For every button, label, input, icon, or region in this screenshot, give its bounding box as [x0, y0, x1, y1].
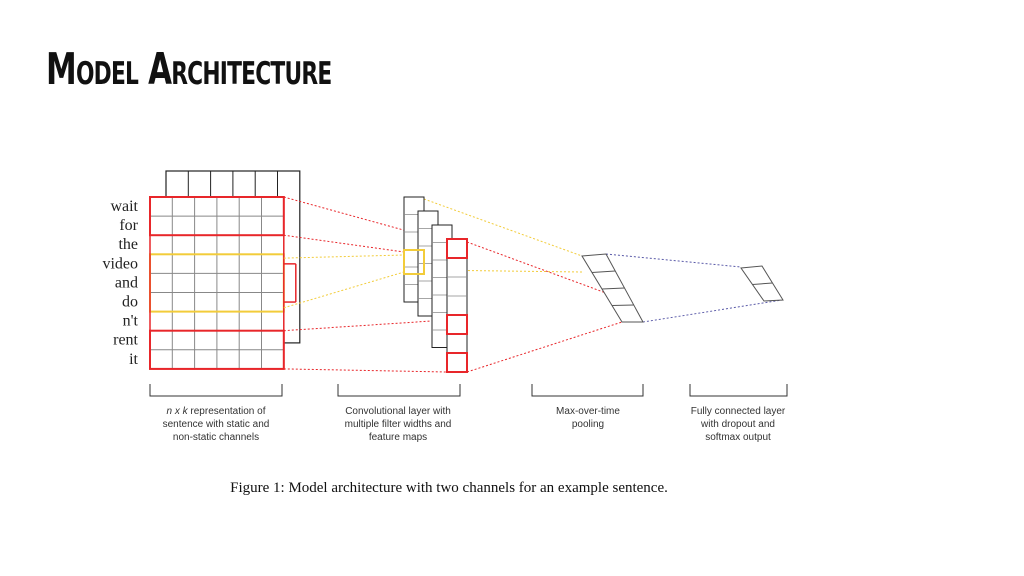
input-outline-red [149, 196, 285, 370]
label-input-line2: sentence with static and [163, 419, 270, 430]
section-brackets [149, 384, 788, 397]
pooling-cell-line [601, 287, 625, 290]
connection-line-10 [605, 253, 742, 268]
filter-window-highlights [149, 196, 297, 370]
fc-cell-line [752, 282, 773, 285]
input-matrix-nonstatic-channel [149, 196, 285, 370]
label-pool-line1: Max-over-time [556, 406, 620, 417]
word-8: it [129, 351, 138, 368]
label-input-line1: n x k representation of [167, 406, 266, 417]
label-input-nxk: n x k [167, 406, 189, 417]
sentence-words: wait for the video and do n't rent it [102, 198, 138, 368]
label-fc-line2: with dropout and [700, 419, 775, 430]
figure-caption: Figure 1: Model architecture with two ch… [230, 480, 668, 496]
connection-line-11 [642, 299, 783, 323]
feature-map-yellow-cell [403, 249, 425, 275]
max-pooling-layer [581, 253, 644, 323]
word-7: rent [113, 332, 138, 349]
word-2: the [118, 236, 138, 253]
slide-title: Model Architecture [46, 44, 332, 95]
pooling-cell-line [591, 270, 616, 273]
bracket-0 [149, 384, 283, 397]
label-input-line1-rest: representation of [188, 406, 266, 417]
connection-line-9 [466, 321, 623, 373]
bracket-2 [531, 384, 644, 397]
feature-map-red-cell-0 [446, 238, 468, 259]
feature-map-red-cell-1 [446, 314, 468, 335]
bracket-1 [337, 384, 461, 397]
connection-line-8 [466, 241, 607, 294]
label-conv-line1: Convolutional layer with [345, 406, 451, 417]
label-pool-line2: pooling [572, 419, 604, 430]
label-conv-line2: multiple filter widths and [345, 419, 452, 430]
word-4: and [115, 274, 138, 291]
word-0: wait [110, 198, 138, 215]
label-fc-line1: Fully connected layer [691, 406, 786, 417]
convolutional-feature-maps [403, 196, 468, 373]
word-6: n't [123, 313, 139, 330]
connection-line-4 [283, 254, 405, 259]
word-5: do [122, 294, 138, 311]
bracket-3 [689, 384, 788, 397]
word-3: video [102, 255, 138, 272]
connection-line-5 [283, 271, 405, 309]
word-1: for [119, 217, 138, 234]
connection-line-3 [283, 368, 448, 373]
label-fc-line3: softmax output [705, 432, 771, 443]
feature-map-red-cell-2 [446, 352, 468, 373]
label-conv-line3: feature maps [369, 432, 427, 443]
connection-line-2 [283, 319, 448, 332]
fully-connected-layer [740, 265, 784, 302]
pooling-cell-line [611, 304, 634, 306]
label-input-line3: non-static channels [173, 432, 259, 443]
connection-lines [283, 196, 783, 373]
